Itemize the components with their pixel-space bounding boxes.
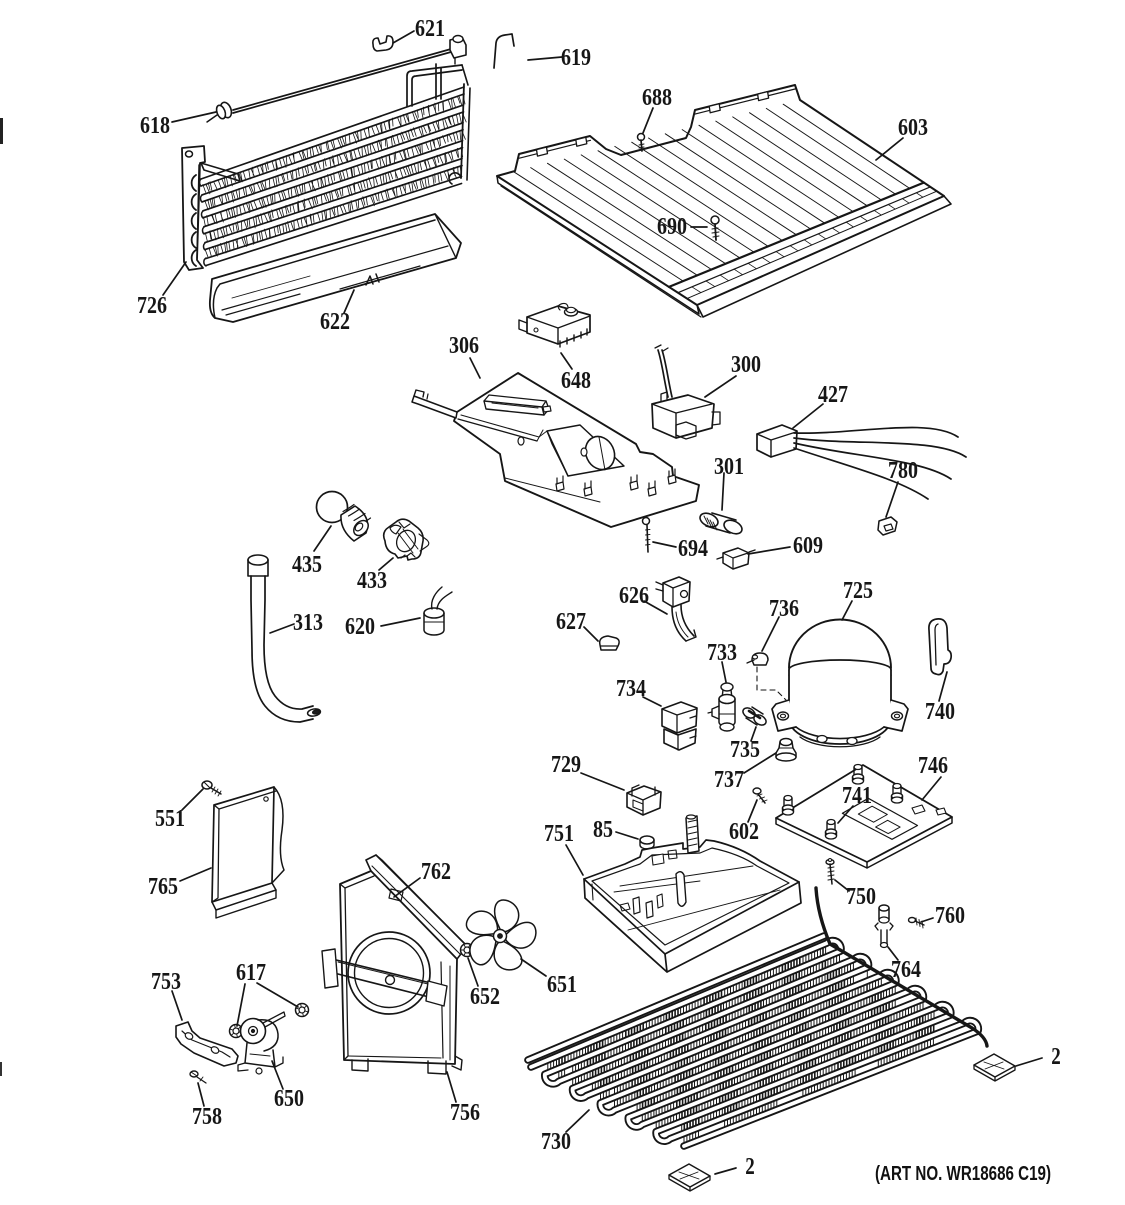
svg-text:620: 620 (345, 614, 375, 640)
svg-text:617: 617 (236, 960, 266, 986)
svg-text:780: 780 (888, 458, 918, 484)
svg-text:756: 756 (450, 1100, 480, 1126)
svg-text:765: 765 (148, 874, 178, 900)
svg-text:301: 301 (714, 454, 744, 480)
svg-text:621: 621 (415, 16, 445, 42)
svg-text:729: 729 (551, 752, 581, 778)
svg-text:306: 306 (449, 333, 479, 359)
svg-text:734: 734 (616, 676, 646, 702)
svg-text:427: 427 (818, 382, 848, 408)
svg-text:750: 750 (846, 884, 876, 910)
svg-text:737: 737 (714, 767, 744, 793)
svg-text:650: 650 (274, 1086, 304, 1112)
svg-text:694: 694 (678, 536, 708, 562)
svg-text:651: 651 (547, 972, 577, 998)
svg-text:652: 652 (470, 984, 500, 1010)
svg-text:690: 690 (657, 214, 687, 240)
svg-text:733: 733 (707, 640, 737, 666)
svg-text:736: 736 (769, 596, 799, 622)
svg-text:313: 313 (293, 610, 323, 636)
svg-text:627: 627 (556, 609, 586, 635)
svg-text:740: 740 (925, 699, 955, 725)
svg-text:758: 758 (192, 1104, 222, 1130)
svg-text:435: 435 (292, 552, 322, 578)
svg-text:(ART NO. WR18686 C19): (ART NO. WR18686 C19) (875, 1163, 1051, 1185)
svg-text:619: 619 (561, 45, 591, 71)
svg-text:753: 753 (151, 969, 181, 995)
svg-text:85: 85 (593, 817, 613, 843)
svg-text:300: 300 (731, 352, 761, 378)
svg-text:730: 730 (541, 1129, 571, 1155)
svg-text:735: 735 (730, 737, 760, 763)
svg-text:618: 618 (140, 113, 170, 139)
svg-text:741: 741 (842, 783, 872, 809)
svg-text:622: 622 (320, 309, 350, 335)
svg-text:551: 551 (155, 806, 185, 832)
svg-text:762: 762 (421, 859, 451, 885)
svg-text:764: 764 (891, 957, 921, 983)
svg-text:433: 433 (357, 568, 387, 594)
svg-text:726: 726 (137, 293, 167, 319)
svg-text:2: 2 (745, 1154, 755, 1180)
svg-text:688: 688 (642, 85, 672, 111)
svg-text:751: 751 (544, 821, 574, 847)
svg-text:602: 602 (729, 819, 759, 845)
svg-text:648: 648 (561, 368, 591, 394)
svg-text:609: 609 (793, 533, 823, 559)
svg-text:725: 725 (843, 578, 873, 604)
svg-text:626: 626 (619, 583, 649, 609)
svg-text:760: 760 (935, 903, 965, 929)
svg-text:2: 2 (1051, 1044, 1061, 1070)
svg-text:603: 603 (898, 115, 928, 141)
svg-text:746: 746 (918, 753, 948, 779)
